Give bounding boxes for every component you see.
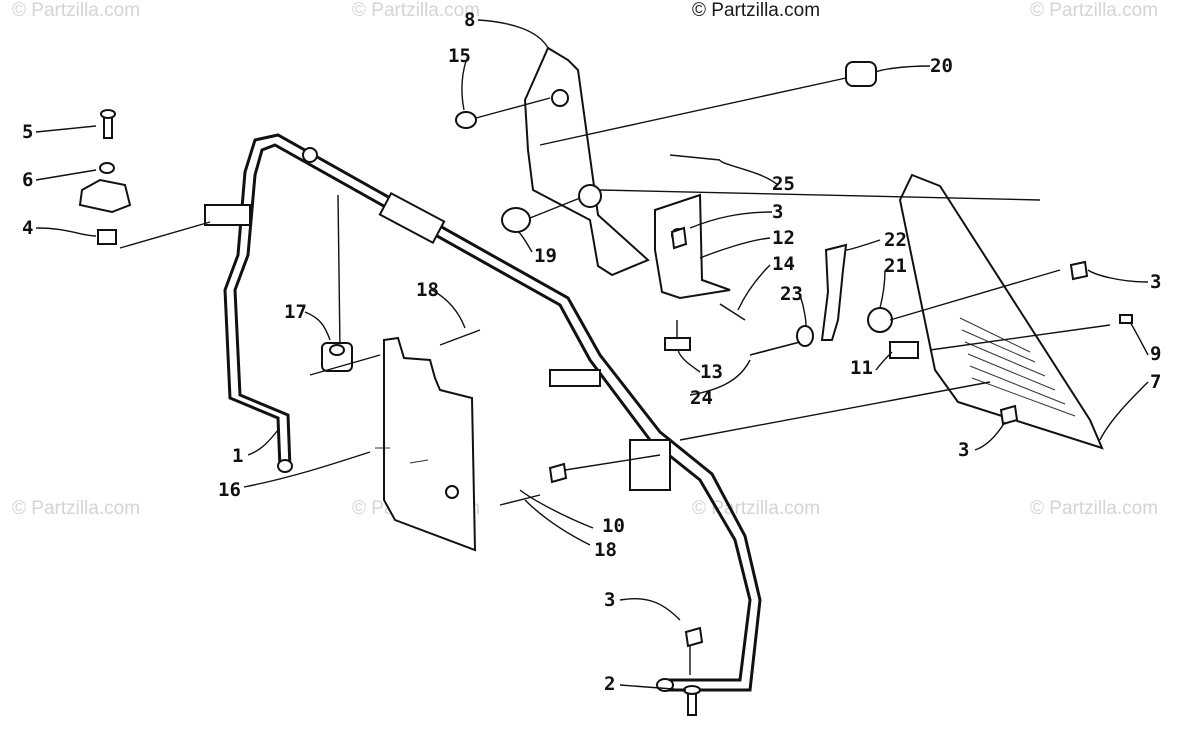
plug-20 — [539, 61, 877, 146]
callout-2: 2 — [604, 673, 615, 695]
callout-3-bottom: 3 — [604, 589, 615, 611]
watermark-top-left: © Partzilla.com — [12, 0, 140, 21]
knob-19 — [501, 197, 581, 233]
callout-5: 5 — [22, 121, 33, 143]
bushing-21 — [867, 307, 893, 333]
callouts: 5 6 4 1 16 17 18 10 18 3 2 15 8 19 20 25… — [22, 9, 1161, 695]
screw-24 — [749, 341, 801, 356]
callout-16: 16 — [218, 479, 241, 501]
callout-9: 9 — [1150, 343, 1161, 365]
pin-14 — [719, 303, 746, 321]
leader-lines — [35, 19, 1149, 691]
watermark-mid-right: © Partzilla.com — [692, 498, 820, 519]
upper-bracket — [523, 46, 650, 277]
callout-15: 15 — [448, 45, 471, 67]
washer-23 — [796, 325, 814, 347]
callout-24: 24 — [690, 387, 713, 409]
callout-12: 12 — [772, 227, 795, 249]
callout-25: 25 — [772, 173, 795, 195]
callout-18-bottom: 18 — [594, 539, 617, 561]
callout-17: 17 — [284, 301, 307, 323]
callout-22: 22 — [884, 229, 907, 251]
callout-23: 23 — [780, 283, 803, 305]
callout-3-right: 3 — [1150, 271, 1161, 293]
lever-22 — [820, 243, 848, 341]
grommet-17 — [309, 342, 381, 376]
connection-lines — [119, 189, 1111, 675]
callout-20: 20 — [930, 55, 953, 77]
watermark-top-right: © Partzilla.com — [1030, 0, 1158, 21]
callout-3-lower: 3 — [958, 439, 969, 461]
callout-13: 13 — [700, 361, 723, 383]
pin-25 — [669, 154, 721, 161]
callout-18-top: 18 — [416, 279, 439, 301]
callout-19: 19 — [534, 245, 557, 267]
callout-4: 4 — [22, 217, 33, 239]
callout-14: 14 — [772, 253, 795, 275]
watermark-top-mid: © Partzilla.com — [352, 0, 480, 21]
callout-8: 8 — [464, 9, 475, 31]
callout-6: 6 — [22, 169, 33, 191]
watermark-top-center: © Partzilla.com — [692, 0, 820, 21]
mounting-plate — [375, 336, 477, 552]
grill-panel-7 — [889, 173, 1104, 450]
callout-10: 10 — [602, 515, 625, 537]
callout-11: 11 — [850, 357, 873, 379]
hardware — [78, 109, 1133, 716]
callout-3-upper: 3 — [772, 201, 783, 223]
watermark-mid-left: © Partzilla.com — [12, 498, 140, 519]
clip-13 — [664, 320, 691, 351]
callout-7: 7 — [1150, 371, 1161, 393]
callout-21: 21 — [884, 255, 907, 277]
knob-15 — [455, 97, 551, 129]
bracket-12 — [654, 193, 731, 300]
callout-1: 1 — [232, 445, 243, 467]
frame-tube — [204, 133, 762, 692]
watermark-mid-far-right: © Partzilla.com — [1030, 498, 1158, 519]
